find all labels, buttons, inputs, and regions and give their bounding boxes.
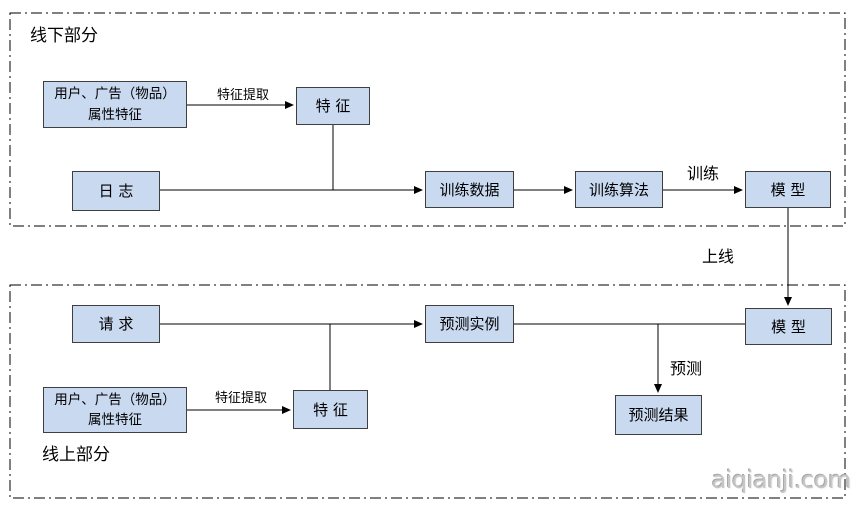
node-model-online: 模 型	[745, 308, 832, 345]
edge-label-deploy: 上线	[701, 247, 734, 266]
node-train-data-label: 训练数据	[439, 180, 500, 199]
node-online-user-ad-attrs-line1: 用户、广告（物品）	[54, 391, 176, 408]
node-model-offline: 模 型	[745, 171, 831, 208]
node-model-offline-label: 模 型	[770, 180, 806, 199]
node-predict-result-label: 预测结果	[628, 406, 689, 424]
offline-section-border	[9, 12, 846, 227]
node-train-algo-label: 训练算法	[588, 180, 649, 199]
edge-label-feature-extract-offline: 特征提取	[216, 88, 269, 103]
node-request: 请 求	[72, 305, 160, 343]
node-log: 日 志	[72, 171, 160, 211]
node-online-user-ad-attrs-line2: 属性特征	[88, 412, 142, 428]
watermark: aiqianji.com	[711, 466, 852, 494]
node-online-user-ad-attrs: 用户、广告（物品） 属性特征	[43, 387, 187, 433]
edge-label-train: 训练	[686, 164, 719, 183]
node-offline-user-ad-attrs-line1: 用户、广告（物品）	[54, 86, 176, 103]
online-section-label: 线上部分	[42, 445, 110, 465]
node-predict-instance: 预测实例	[425, 305, 514, 343]
edge-label-feature-extract-online: 特征提取	[214, 391, 267, 406]
node-offline-user-ad-attrs: 用户、广告（物品） 属性特征	[43, 81, 187, 128]
node-train-algo: 训练算法	[575, 171, 663, 208]
edge-label-predict: 预测	[670, 359, 703, 378]
offline-section-label: 线下部分	[30, 26, 98, 46]
online-section-border	[9, 284, 846, 499]
node-request-label: 请 求	[98, 315, 134, 333]
node-offline-feature: 特 征	[296, 87, 370, 125]
node-train-data: 训练数据	[425, 171, 514, 208]
node-predict-instance-label: 预测实例	[439, 315, 500, 333]
node-model-online-label: 模 型	[771, 317, 806, 336]
node-log-label: 日 志	[98, 182, 134, 200]
node-offline-user-ad-attrs-line2: 属性特征	[88, 106, 142, 123]
node-online-feature-label: 特 征	[313, 400, 348, 419]
node-offline-feature-label: 特 征	[315, 97, 351, 115]
node-predict-result: 预测结果	[615, 395, 702, 435]
node-online-feature: 特 征	[293, 390, 368, 429]
